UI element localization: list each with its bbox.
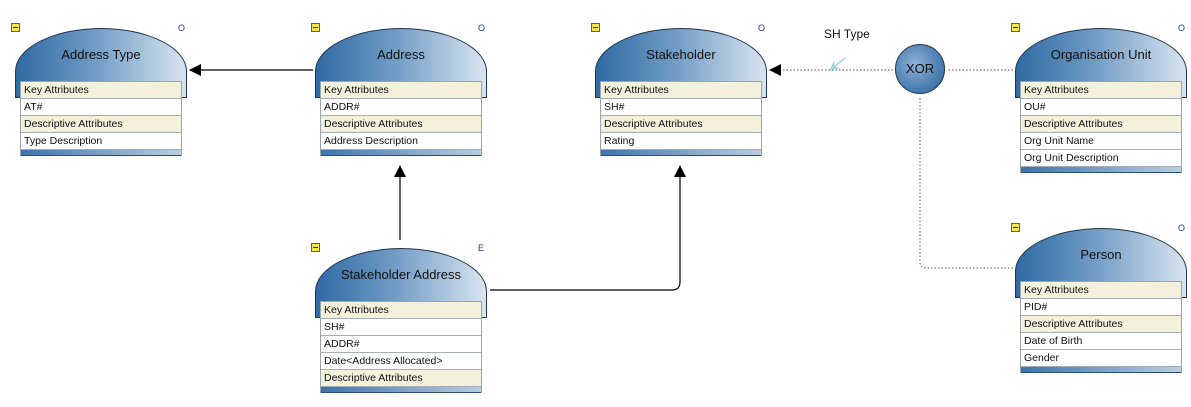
entity-footer-bar <box>601 150 761 156</box>
link-person-to-xor[interactable] <box>919 96 1013 269</box>
entity-footer-bar <box>1021 367 1181 373</box>
collapse-toggle-icon[interactable] <box>591 23 600 32</box>
collapse-toggle-icon[interactable] <box>311 243 320 252</box>
attribute-section-header[interactable]: Key Attributes <box>321 302 481 319</box>
attribute-section-header[interactable]: Key Attributes <box>1021 282 1181 299</box>
sh-type-arrow-icon <box>829 57 846 71</box>
attribute-row[interactable]: OU# <box>1021 99 1181 116</box>
attribute-row[interactable]: Type Description <box>21 133 181 150</box>
entity-title: Person <box>1080 247 1122 262</box>
attribute-section-header[interactable]: Descriptive Attributes <box>601 116 761 133</box>
attribute-section-header[interactable]: Descriptive Attributes <box>321 370 481 387</box>
attribute-row[interactable]: Rating <box>601 133 761 150</box>
attribute-row[interactable]: Address Description <box>321 133 481 150</box>
link-stakeholder-address-to-stakeholder[interactable] <box>490 165 686 291</box>
attribute-row[interactable]: ADDR# <box>321 99 481 116</box>
relationship-label: SH Type <box>824 27 870 41</box>
entity-type-marker: O <box>1178 223 1186 233</box>
attribute-row[interactable]: SH# <box>321 319 481 336</box>
entity-footer-bar <box>321 150 481 156</box>
attribute-section-header[interactable]: Descriptive Attributes <box>1021 316 1181 333</box>
entity-type-marker: O <box>758 23 766 33</box>
attribute-row[interactable]: Date<Address Allocated> <box>321 353 481 370</box>
attribute-section-header[interactable]: Key Attributes <box>601 82 761 99</box>
entity-type-marker: O <box>478 23 486 33</box>
xor-node[interactable]: XOR <box>895 44 945 94</box>
entity-footer-bar <box>21 150 181 156</box>
collapse-toggle-icon[interactable] <box>1011 23 1020 32</box>
entity-title: Stakeholder <box>646 47 716 62</box>
entity-type-marker: O <box>1178 23 1186 33</box>
attribute-section-header[interactable]: Key Attributes <box>21 82 181 99</box>
attribute-row[interactable]: ADDR# <box>321 336 481 353</box>
entity-title: Organisation Unit <box>1050 47 1152 62</box>
entity-type-marker: O <box>178 23 186 33</box>
attribute-section-header[interactable]: Key Attributes <box>1021 82 1181 99</box>
attribute-section-header[interactable]: Descriptive Attributes <box>21 116 181 133</box>
collapse-toggle-icon[interactable] <box>311 23 320 32</box>
attribute-row[interactable]: Date of Birth <box>1021 333 1181 350</box>
attribute-section-header[interactable]: Descriptive Attributes <box>321 116 481 133</box>
attribute-section-header[interactable]: Key Attributes <box>321 82 481 99</box>
attribute-row[interactable]: AT# <box>21 99 181 116</box>
entity-footer-bar <box>1021 167 1181 173</box>
entity-title: Address <box>377 47 425 62</box>
attribute-row[interactable]: Org Unit Description <box>1021 150 1181 167</box>
entity-title: Stakeholder Address <box>341 267 461 282</box>
attribute-row[interactable]: Gender <box>1021 350 1181 367</box>
entity-type-marker: E <box>478 243 485 253</box>
collapse-toggle-icon[interactable] <box>11 23 20 32</box>
entity-footer-bar <box>321 387 481 393</box>
entity-title: Address Type <box>61 47 141 62</box>
attribute-row[interactable]: PID# <box>1021 299 1181 316</box>
attribute-row[interactable]: Org Unit Name <box>1021 133 1181 150</box>
collapse-toggle-icon[interactable] <box>1011 223 1020 232</box>
attribute-section-header[interactable]: Descriptive Attributes <box>1021 116 1181 133</box>
xor-label: XOR <box>905 61 935 76</box>
attribute-row[interactable]: SH# <box>601 99 761 116</box>
